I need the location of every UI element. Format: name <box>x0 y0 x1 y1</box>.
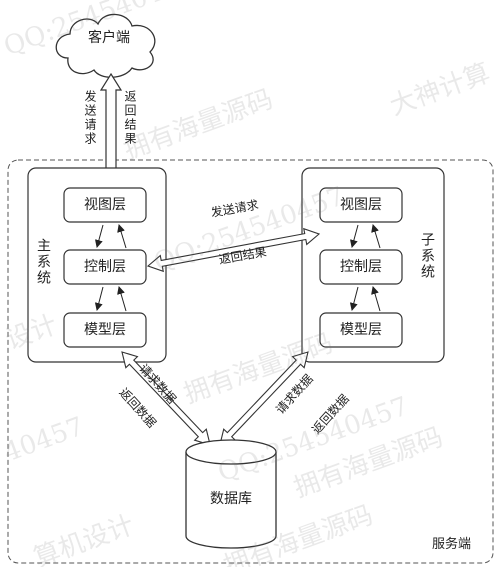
sub-control-to-model-arrow <box>349 286 359 311</box>
client-return-label: 返回结果 <box>123 90 137 146</box>
main-model-layer-label: 模型层 <box>84 322 126 338</box>
main-system-label: 主系统 <box>35 238 51 286</box>
database-label: 数据库 <box>210 491 252 507</box>
client-label: 客户端 <box>88 30 130 46</box>
client-send-label: 发送请求 <box>83 90 97 146</box>
sub-view-layer-label: 视图层 <box>340 197 382 213</box>
main-view-to-control-arrow <box>94 224 104 248</box>
database-cylinder-top <box>185 439 277 465</box>
sub-model-layer-label: 模型层 <box>340 322 382 338</box>
main-view-layer-box <box>63 187 147 223</box>
inter-system-double-arrow <box>146 227 321 273</box>
server-label: 服务端 <box>432 537 472 552</box>
main-view-layer-label: 视图层 <box>84 197 126 213</box>
client-cloud <box>55 13 156 78</box>
main-control-layer-label: 控制层 <box>84 259 126 275</box>
server-boundary <box>7 159 494 564</box>
sub-control-layer-label: 控制层 <box>340 259 382 275</box>
sub-model-to-control-arrow <box>371 286 381 312</box>
sub-view-to-control-arrow <box>349 224 359 248</box>
sub-view-layer-box <box>319 187 403 223</box>
main-control-to-model-arrow <box>94 286 104 311</box>
sub-model-layer-box <box>319 312 403 348</box>
sub-system-label: 子系统 <box>419 232 435 280</box>
sub-control-to-view-arrow <box>371 224 381 249</box>
database-cylinder <box>185 452 277 549</box>
main-control-layer-box <box>63 249 147 285</box>
main-model-layer-box <box>63 312 147 348</box>
main-model-to-control-arrow <box>117 286 127 312</box>
sub-control-layer-box <box>319 249 403 285</box>
main-control-to-view-arrow <box>117 224 127 249</box>
